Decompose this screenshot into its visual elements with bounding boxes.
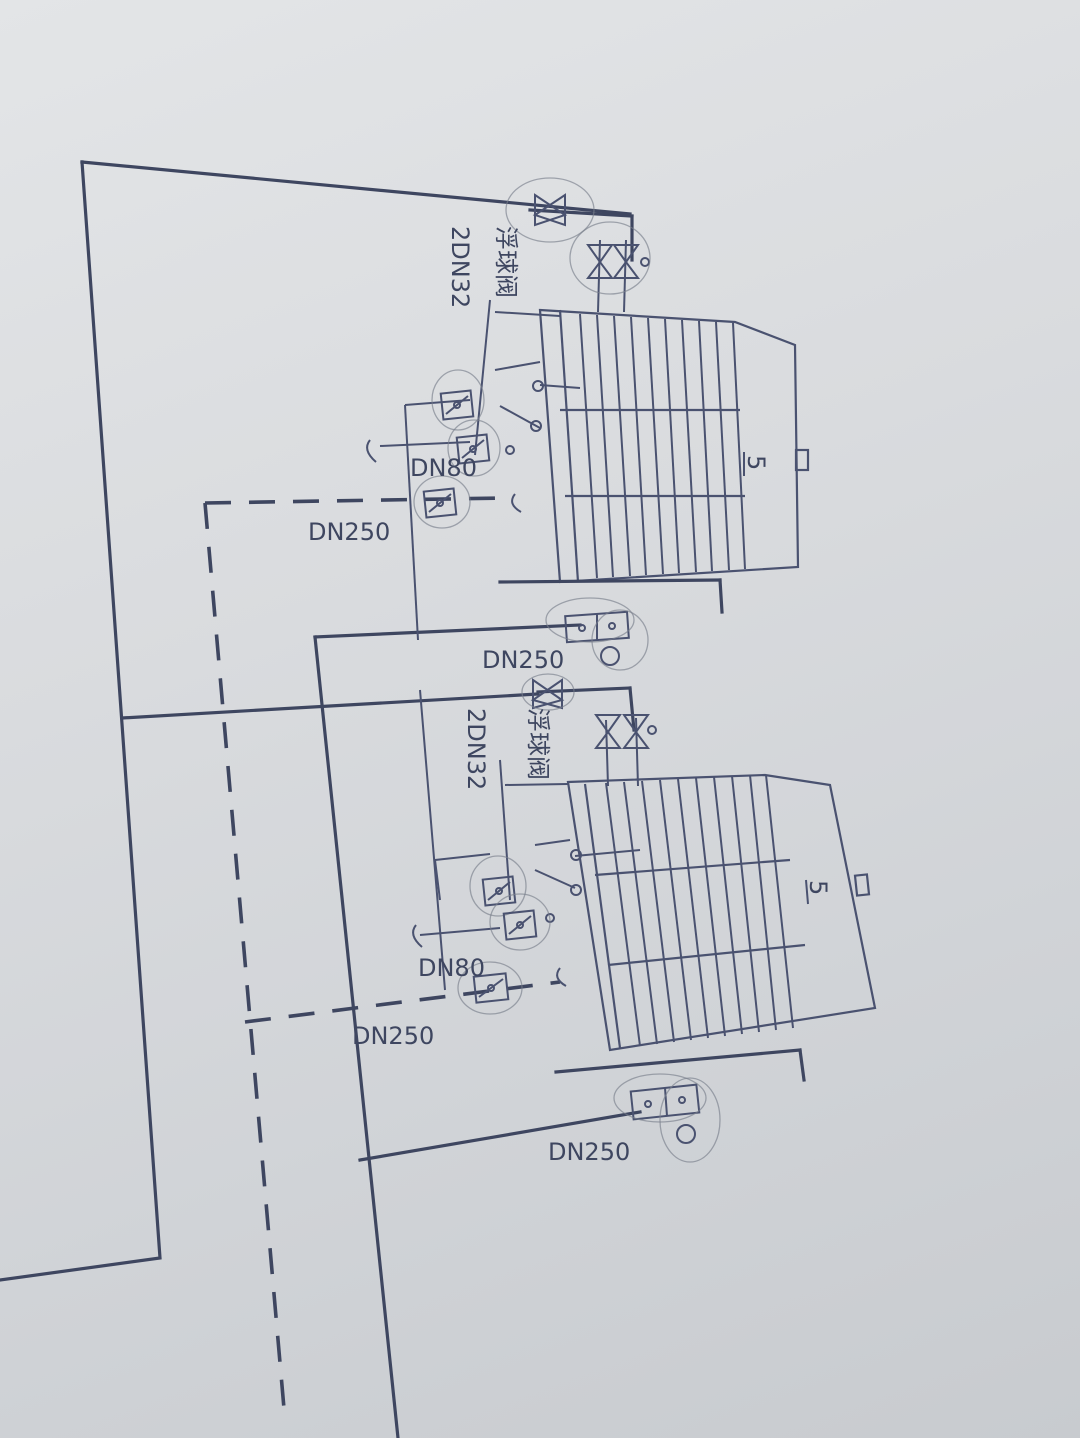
main-pipe-lines: [0, 160, 642, 1438]
butterfly-valve-icon: [413, 475, 471, 529]
pipe-size-label-dn250-2: DN250: [482, 646, 564, 674]
gate-valve-icon: [505, 177, 595, 243]
gate-valve-icon: [594, 714, 657, 749]
pipe-size-label-dn32-1: 2DN32: [446, 226, 474, 308]
tower-2-number: 5: [804, 880, 832, 895]
float-valve-label-2: 浮球阀: [524, 708, 552, 780]
tower-2-inlet-piping: [412, 686, 641, 991]
tower-1-fill: [560, 313, 746, 579]
butterfly-valve-icon: [457, 961, 523, 1015]
tower-1-valves: [413, 177, 651, 671]
butterfly-valve-icon: [469, 855, 527, 917]
cooling-tower-2: 5: [554, 773, 877, 1082]
butterfly-valve-icon: [431, 369, 485, 431]
pipe-size-label-dn80-1: DN80: [410, 454, 477, 482]
tower-1-inlet-piping: [366, 208, 634, 641]
pipe-size-label-dn80-2: DN80: [418, 954, 485, 982]
butterfly-valve-icon: [447, 419, 501, 477]
tower-1-number: 5: [742, 455, 770, 470]
butterfly-valve-icon: [489, 893, 551, 951]
tower-2-fill: [594, 774, 806, 1047]
pipe-size-label-dn250-4: DN250: [548, 1138, 630, 1166]
pipe-size-label-dn32-2: 2DN32: [462, 708, 490, 790]
tower-2-valves: [457, 673, 721, 1163]
pipe-size-label-dn250-3: DN250: [352, 1022, 434, 1050]
float-valve-label-1: 浮球阀: [492, 226, 520, 298]
butterfly-valve-icon: [545, 597, 649, 671]
gate-valve-icon: [569, 221, 651, 295]
pipe-size-label-dn250-1: DN250: [308, 518, 390, 546]
butterfly-valve-icon: [613, 1073, 721, 1163]
cooling-tower-1: 5: [498, 308, 810, 614]
gate-valve-icon: [521, 673, 575, 711]
